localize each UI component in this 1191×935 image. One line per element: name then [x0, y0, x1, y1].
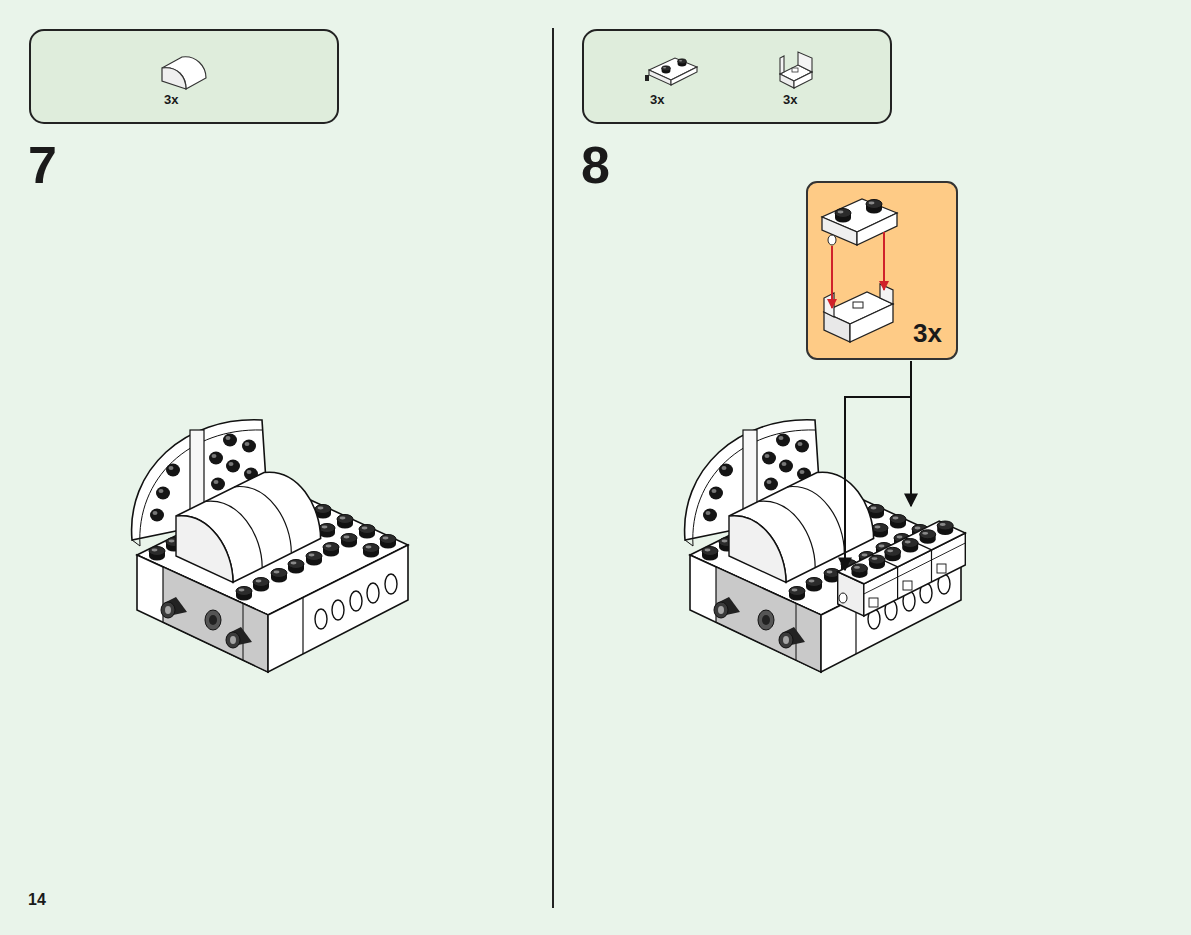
bracket-part — [780, 52, 812, 88]
part-quantity: 3x — [650, 93, 664, 106]
step-model — [685, 420, 966, 672]
sub-assembly-callout: 3x — [806, 181, 958, 360]
callout-bracket — [824, 284, 893, 342]
parts-list-panel: 3x — [29, 29, 339, 124]
part-quantity: 3x — [164, 93, 178, 106]
plate-part — [645, 58, 697, 85]
panel-ground — [30, 30, 338, 123]
assembly-arrow — [832, 232, 884, 308]
callout-plate — [822, 199, 897, 245]
callout-ground — [807, 182, 957, 359]
panel-ground — [583, 30, 891, 123]
step-number: 7 — [28, 139, 57, 191]
part-quantity: 3x — [783, 93, 797, 106]
curved-slope-part — [162, 57, 206, 89]
callout-quantity: 3x — [913, 320, 942, 346]
page-number: 14 — [28, 892, 46, 908]
page-divider — [552, 28, 554, 908]
placement-arrow — [845, 361, 911, 570]
parts-list-panel: 3x 3x — [582, 29, 892, 124]
step-number: 8 — [581, 139, 610, 191]
step-model — [132, 420, 408, 672]
